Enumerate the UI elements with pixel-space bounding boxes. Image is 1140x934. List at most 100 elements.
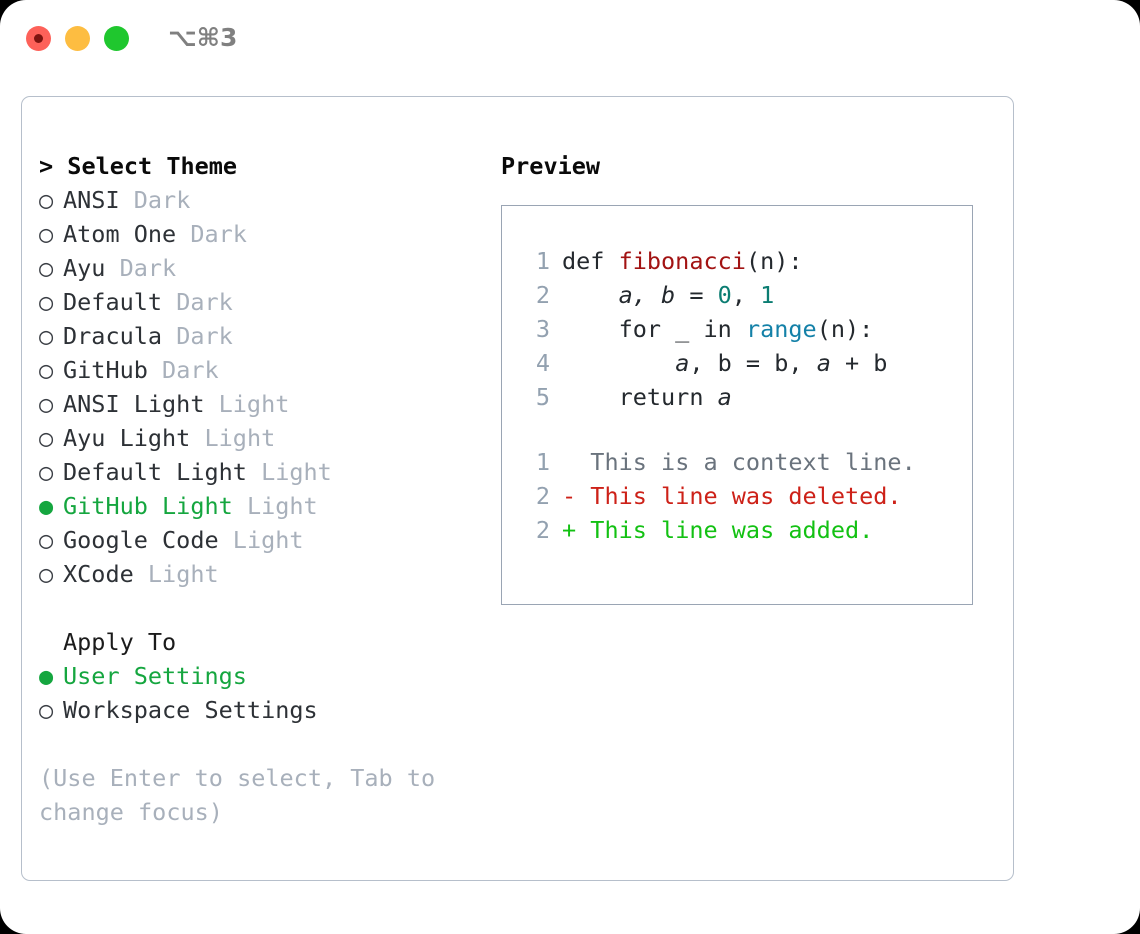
keyboard-hint-text: (Use Enter to select, Tab to change focu… xyxy=(39,764,436,826)
token: 1 xyxy=(760,281,775,309)
theme-variant-badge: Light xyxy=(204,424,276,452)
theme-variant-badge: Dark xyxy=(176,322,233,350)
theme-variant-badge: Dark xyxy=(176,288,233,316)
list-item-selected[interactable]: ● User Settings xyxy=(39,659,489,693)
token: a, b xyxy=(618,281,676,309)
diff-line-deleted: 2 - This line was deleted. xyxy=(520,479,972,513)
radio-unselected-icon: ○ xyxy=(39,186,54,214)
token: + b xyxy=(830,349,888,377)
token: (n): xyxy=(816,315,874,343)
line-number: 1 xyxy=(535,247,550,275)
minimize-window-button[interactable] xyxy=(65,26,90,51)
token: 0 xyxy=(717,281,732,309)
section-spacer xyxy=(39,591,489,625)
select-theme-header: > Select Theme xyxy=(39,152,238,180)
apply-to-list: ● User Settings ○ Workspace Settings xyxy=(39,659,489,727)
line-number: 3 xyxy=(535,315,550,343)
list-item[interactable]: ○ XCode Light xyxy=(39,557,489,591)
radio-selected-icon: ● xyxy=(39,492,54,520)
list-item[interactable]: ○ ANSI Light Light xyxy=(39,387,489,421)
main-panel: > Select Theme ○ ANSI Dark ○ Atom One Da… xyxy=(21,96,1014,881)
diff-sign xyxy=(562,445,576,479)
code-text: return a xyxy=(562,380,732,414)
panel-columns: > Select Theme ○ ANSI Dark ○ Atom One Da… xyxy=(22,97,1013,880)
apply-to-header: Apply To xyxy=(63,628,177,656)
diff-line-context: 1 This is a context line. xyxy=(520,445,972,479)
list-item[interactable]: ○ GitHub Dark xyxy=(39,353,489,387)
token: range xyxy=(745,315,817,343)
list-item[interactable]: ○ Ayu Dark xyxy=(39,251,489,285)
apply-to-option-label: User Settings xyxy=(63,662,247,690)
theme-variant-badge: Light xyxy=(232,526,304,554)
close-window-button[interactable] xyxy=(26,26,51,51)
theme-variant-badge: Light xyxy=(261,458,332,486)
token: return xyxy=(562,383,718,411)
line-number: 4 xyxy=(535,349,550,377)
list-item[interactable]: ○ Ayu Light Light xyxy=(39,421,489,455)
token xyxy=(562,281,619,309)
token: , b = b, xyxy=(689,349,817,377)
list-item[interactable]: ○ Default Dark xyxy=(39,285,489,319)
token xyxy=(562,349,675,377)
line-number: 1 xyxy=(535,448,550,476)
token: a xyxy=(816,349,831,377)
line-number: 5 xyxy=(535,383,550,411)
theme-name: Default xyxy=(63,288,163,316)
code-text: a, b = 0, 1 xyxy=(562,278,775,312)
line-number: 2 xyxy=(535,482,550,510)
theme-name: GitHub Light xyxy=(63,492,233,520)
token: a xyxy=(717,383,732,411)
preview-divider-gap xyxy=(520,414,972,445)
list-item-selected[interactable]: ● GitHub Light Light xyxy=(39,489,489,523)
token: def xyxy=(562,247,619,275)
code-line: 5 return a xyxy=(520,380,972,414)
line-number: 2 xyxy=(535,516,550,544)
list-item[interactable]: ○ Default Light Light xyxy=(39,455,489,489)
apply-to-option-label: Workspace Settings xyxy=(63,696,318,724)
window-controls xyxy=(26,26,129,51)
diff-text: This is a context line. xyxy=(576,448,916,476)
diff-text: This line was deleted. xyxy=(576,482,902,510)
record-dot-icon xyxy=(34,34,43,43)
code-line: 1 def fibonacci(n): xyxy=(520,244,972,278)
diff-line-added: 2 + This line was added. xyxy=(520,513,972,547)
diff-sample: 1 This is a context line. 2 - This line … xyxy=(520,445,972,547)
radio-unselected-icon: ○ xyxy=(39,696,54,724)
list-item[interactable]: ○ Dracula Dark xyxy=(39,319,489,353)
theme-variant-badge: Dark xyxy=(119,254,177,282)
radio-unselected-icon: ○ xyxy=(39,458,54,486)
radio-unselected-icon: ○ xyxy=(39,526,54,554)
list-item[interactable]: ○ ANSI Dark xyxy=(39,183,489,217)
theme-name: Default Light xyxy=(63,458,247,486)
preview-box: 1 def fibonacci(n): 2 a, b = 0, 1 3 for … xyxy=(501,205,973,605)
list-item[interactable]: ○ Atom One Dark xyxy=(39,217,489,251)
token: for _ in xyxy=(562,315,746,343)
list-item[interactable]: ○ Google Code Light xyxy=(39,523,489,557)
radio-unselected-icon: ○ xyxy=(39,254,54,282)
theme-name: Dracula xyxy=(63,322,163,350)
token: = xyxy=(675,281,718,309)
theme-name: Ayu Light xyxy=(63,424,191,452)
theme-variant-badge: Light xyxy=(246,492,318,520)
line-number: 2 xyxy=(535,281,550,309)
code-text: def fibonacci(n): xyxy=(562,244,803,278)
theme-variant-badge: Dark xyxy=(133,186,191,214)
code-line: 2 a, b = 0, 1 xyxy=(520,278,972,312)
theme-list: ○ ANSI Dark ○ Atom One Dark ○ Ayu Dark xyxy=(39,183,489,591)
code-line: 4 a, b = b, a + b xyxy=(520,346,972,380)
theme-variant-badge: Light xyxy=(147,560,219,588)
maximize-window-button[interactable] xyxy=(104,26,129,51)
theme-name: Atom One xyxy=(63,220,177,248)
list-item[interactable]: ○ Workspace Settings xyxy=(39,693,489,727)
code-text: for _ in range(n): xyxy=(562,312,874,346)
code-line: 3 for _ in range(n): xyxy=(520,312,972,346)
token: (n): xyxy=(745,247,803,275)
code-sample: 1 def fibonacci(n): 2 a, b = 0, 1 3 for … xyxy=(520,244,972,414)
theme-name: ANSI Light xyxy=(63,390,205,418)
radio-unselected-icon: ○ xyxy=(39,288,54,316)
token: a xyxy=(675,349,690,377)
preview-column: Preview 1 def fibonacci(n): 2 a, b = 0, … xyxy=(501,149,1001,605)
theme-variant-badge: Dark xyxy=(190,220,247,248)
title-bar: ⌥⌘3 xyxy=(0,0,1140,78)
